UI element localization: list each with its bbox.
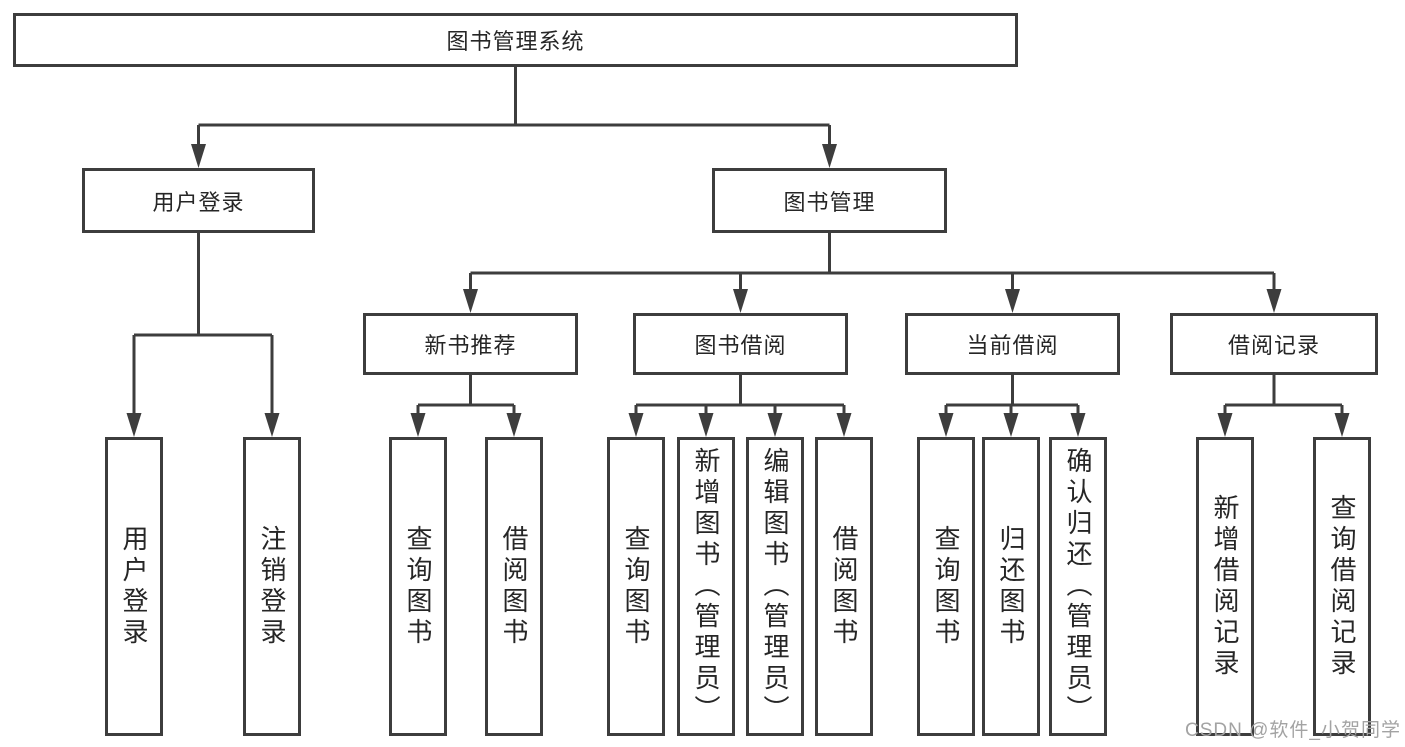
node-new-book-recommend-label: 新书推荐 <box>424 333 517 358</box>
node-current-borrow: 当前借阅 <box>905 313 1120 375</box>
leaf-br-query-record: 查询借阅记录 <box>1313 437 1371 736</box>
node-book-management-label: 图书管理 <box>783 189 876 215</box>
leaf-bb-borrow-book-label: 借阅图书 <box>829 524 859 649</box>
leaf-bb-edit-book-admin: 编辑图书（管理员） <box>746 437 804 736</box>
leaf-user-login: 用户登录 <box>105 437 163 736</box>
leaf-bb-edit-book-admin-label: 编辑图书（管理员） <box>760 447 790 726</box>
node-user-login-label: 用户登录 <box>152 189 245 215</box>
leaf-bb-add-book-admin: 新增图书（管理员） <box>677 437 735 736</box>
node-book-borrow: 图书借阅 <box>633 313 848 375</box>
leaf-br-query-record-label: 查询借阅记录 <box>1327 493 1357 680</box>
leaf-br-add-record: 新增借阅记录 <box>1196 437 1254 736</box>
node-book-borrow-label: 图书借阅 <box>694 333 787 358</box>
leaf-nbr-borrow-book-label: 借阅图书 <box>499 524 529 649</box>
leaf-logout: 注销登录 <box>243 437 301 736</box>
node-borrow-record: 借阅记录 <box>1170 313 1378 375</box>
leaf-logout-label: 注销登录 <box>257 524 287 649</box>
leaf-br-add-record-label: 新增借阅记录 <box>1210 493 1240 680</box>
leaf-user-login-label: 用户登录 <box>119 524 149 649</box>
node-user-login: 用户登录 <box>82 168 315 233</box>
leaf-bb-query-book: 查询图书 <box>607 437 665 736</box>
leaf-nbr-query-book-label: 查询图书 <box>403 524 433 649</box>
leaf-cb-query-book: 查询图书 <box>917 437 975 736</box>
leaf-bb-borrow-book: 借阅图书 <box>815 437 873 736</box>
leaf-nbr-borrow-book: 借阅图书 <box>485 437 543 736</box>
node-root: 图书管理系统 <box>13 13 1018 67</box>
node-borrow-record-label: 借阅记录 <box>1227 333 1320 358</box>
node-book-management: 图书管理 <box>712 168 947 233</box>
leaf-bb-query-book-label: 查询图书 <box>621 524 651 649</box>
leaf-cb-return-book: 归还图书 <box>982 437 1040 736</box>
leaf-cb-confirm-return-admin: 确认归还（管理员） <box>1049 437 1107 736</box>
leaf-nbr-query-book: 查询图书 <box>389 437 447 736</box>
node-root-label: 图书管理系统 <box>446 29 585 54</box>
node-current-borrow-label: 当前借阅 <box>966 333 1059 358</box>
node-new-book-recommend: 新书推荐 <box>363 313 578 375</box>
leaf-cb-confirm-return-admin-label: 确认归还（管理员） <box>1063 447 1093 726</box>
leaf-bb-add-book-admin-label: 新增图书（管理员） <box>691 447 721 726</box>
csdn-watermark: CSDN @软件_小贺同学 <box>1185 720 1401 741</box>
leaf-cb-return-book-label: 归还图书 <box>996 524 1026 649</box>
leaf-cb-query-book-label: 查询图书 <box>931 524 961 649</box>
